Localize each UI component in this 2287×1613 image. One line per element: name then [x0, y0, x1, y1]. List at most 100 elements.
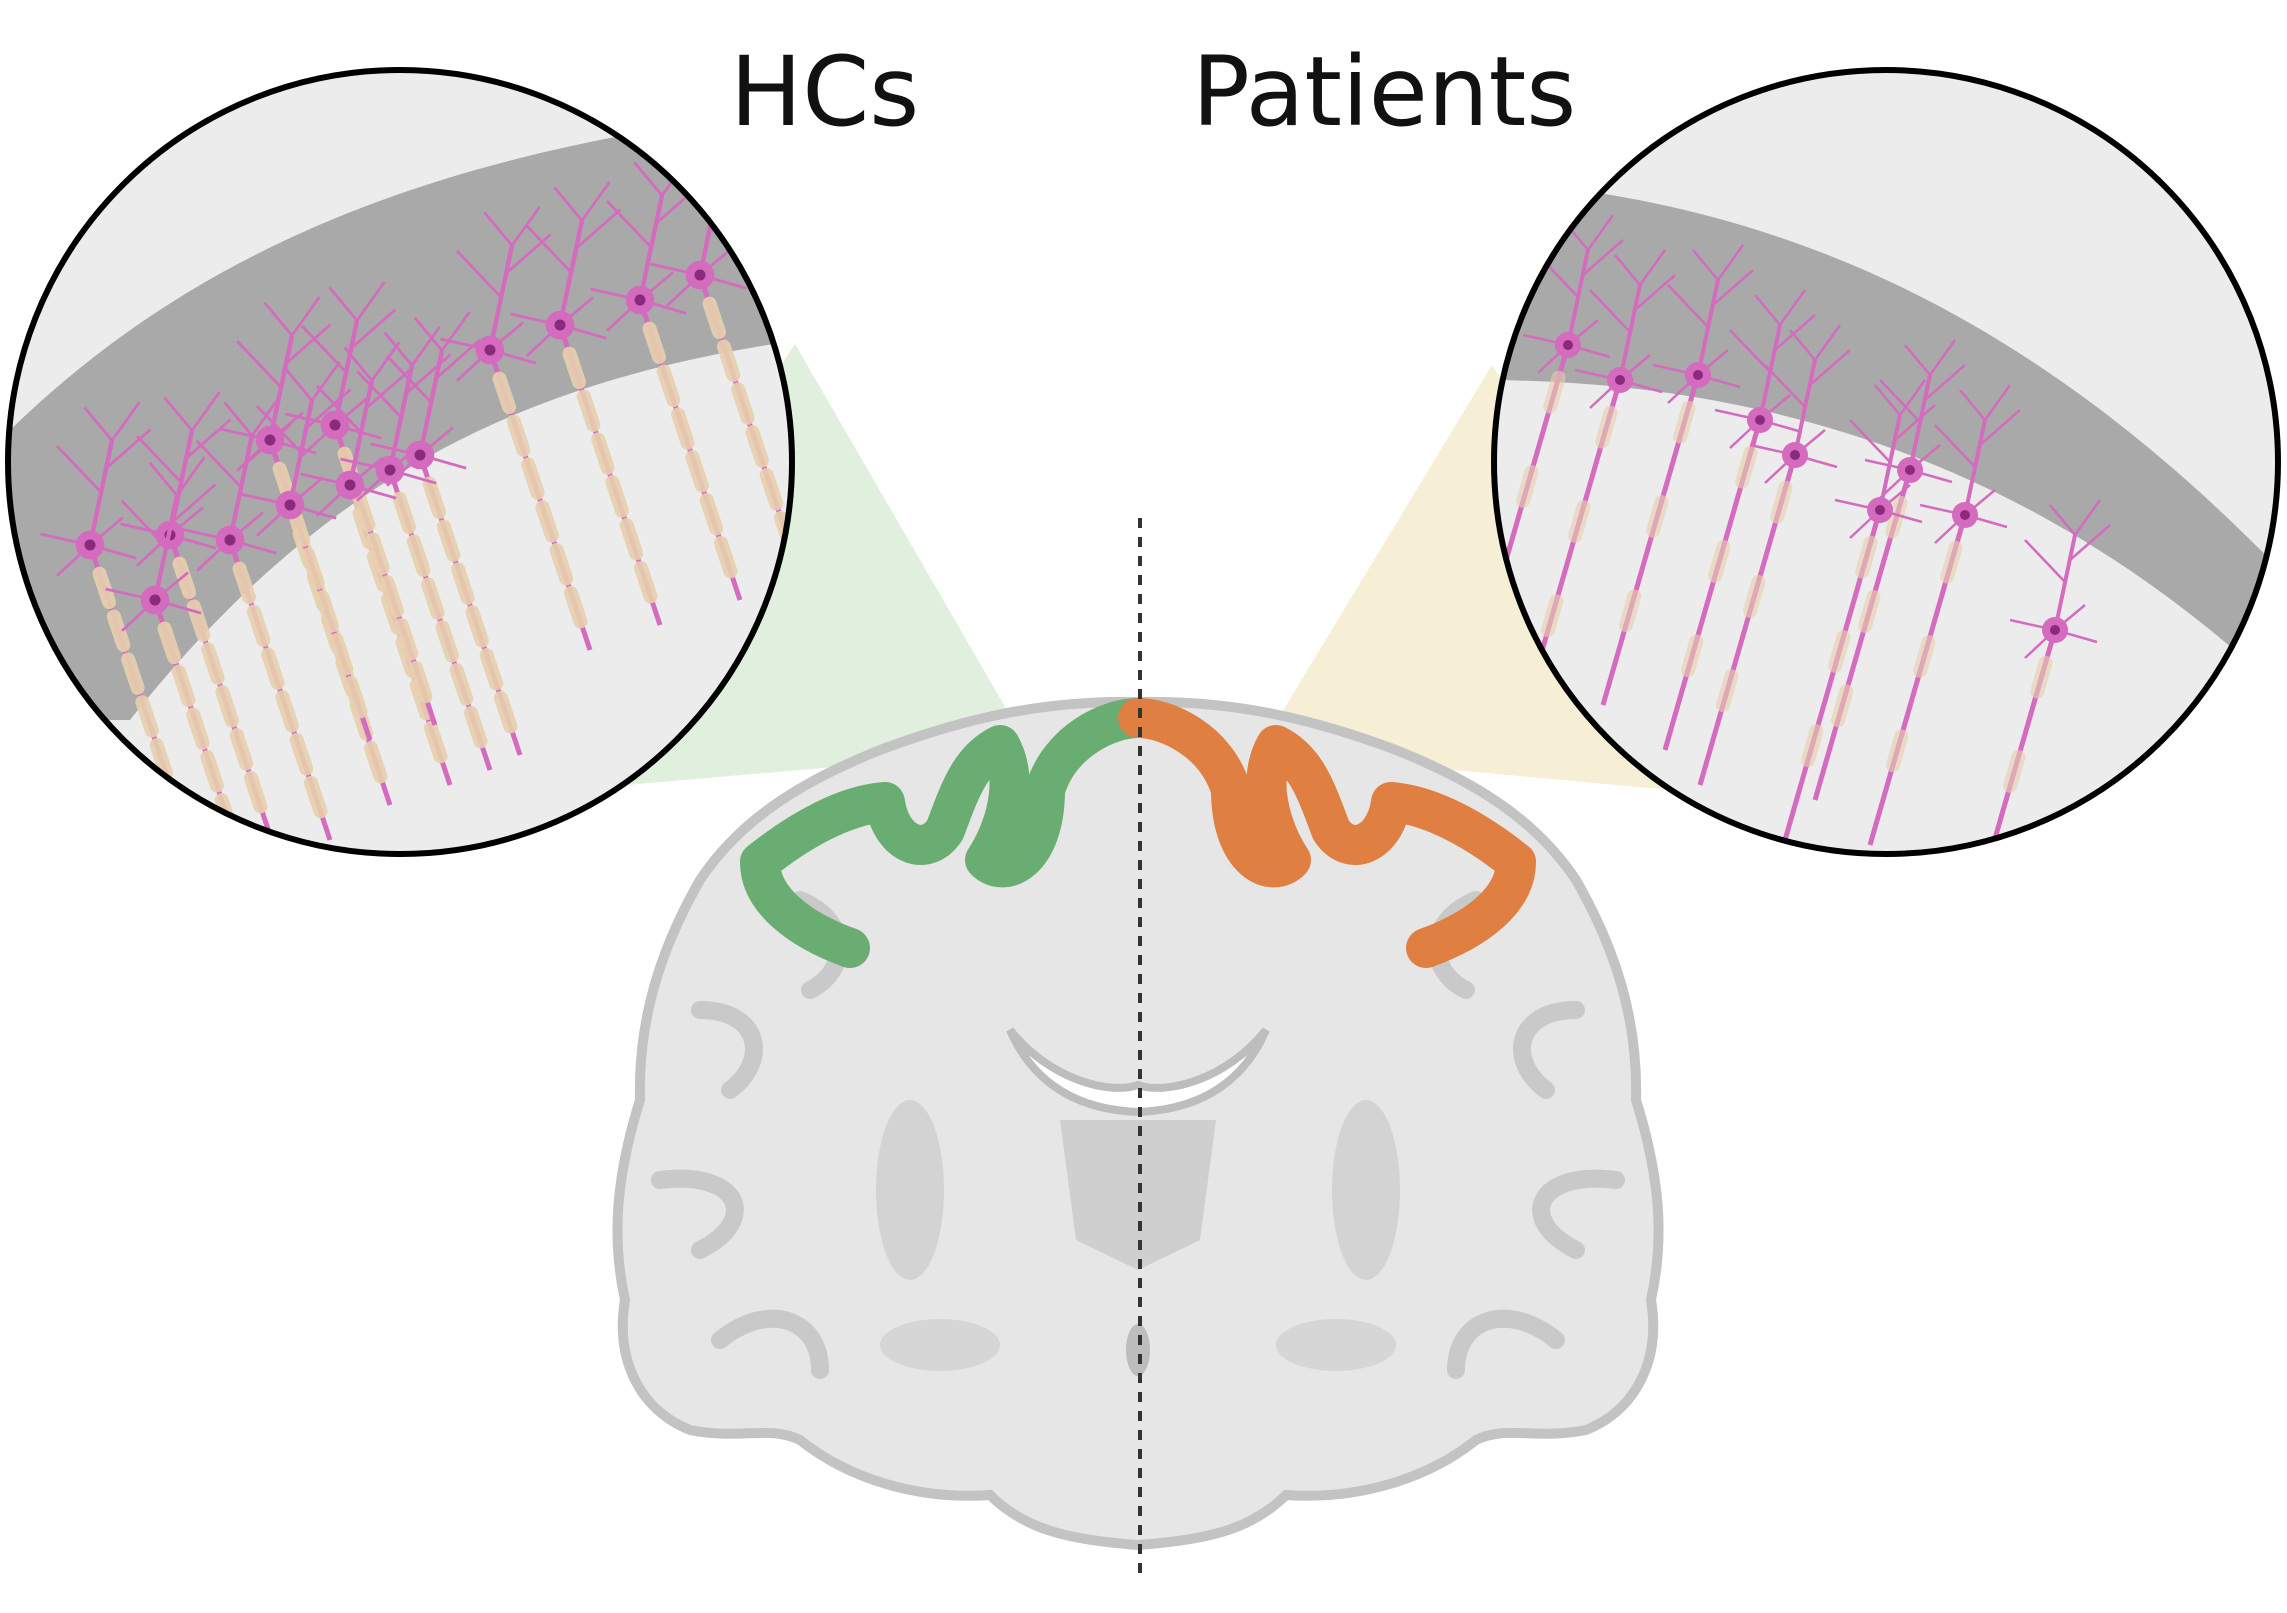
hcs-myelin-segment — [449, 663, 474, 706]
patients-apical-dendrite — [2053, 534, 2077, 631]
hcs-myelin-segment — [685, 450, 709, 493]
hcs-myelin-segment — [713, 535, 738, 579]
hcs-myelin-segment — [436, 519, 461, 562]
hcs-basal-dendrites — [285, 396, 382, 457]
patients-myelin-segment — [1800, 724, 1824, 768]
hcs-myelin-segment — [275, 690, 299, 733]
hcs-myelin-segment — [493, 690, 518, 734]
patients-myelin-segment — [1568, 500, 1591, 543]
patients-myelin-segment — [1770, 480, 1793, 524]
hcs-apical-dendrite — [637, 195, 665, 301]
hcs-myelin-segment — [605, 475, 629, 518]
hcs-nucleus — [384, 464, 396, 476]
hcs-basal-dendrites — [120, 506, 217, 567]
hcs-basal-dendrites — [105, 571, 202, 632]
right-putamen — [1332, 1100, 1400, 1280]
patients-nucleus — [1905, 465, 1915, 475]
hcs-myelin-segment — [149, 738, 174, 781]
patients-myelin-segment — [1543, 370, 1566, 414]
patients-basal-dendrites — [2009, 604, 2098, 659]
hcs-dendrite-branches — [136, 391, 232, 484]
patients-highlighted-cortex — [1118, 698, 1536, 968]
hcs-myelin-segment — [343, 675, 368, 719]
patients-myelin-segment — [1715, 669, 1739, 713]
patients-basal-dendrites — [1714, 394, 1803, 449]
hcs-apical-dendrite — [387, 365, 415, 471]
hcs-nucleus — [554, 319, 566, 331]
hcs-myelin-segment — [435, 620, 459, 663]
hcs-dendrite-branches — [56, 401, 152, 494]
hcs-apical-dendrite — [227, 435, 255, 541]
right-hippocampus — [1276, 1319, 1396, 1371]
patients-neuron-5 — [2009, 499, 2111, 659]
hcs-basal-dendrites — [650, 246, 747, 307]
hcs-dendrite-branches — [301, 281, 397, 374]
hcs-myelin-segment — [380, 575, 404, 618]
hcs-dendrite-branches — [356, 326, 452, 419]
hcs-myelin-segment — [406, 534, 431, 577]
hcs-dendrite-branches — [236, 296, 332, 389]
hcs-myelin-segment — [135, 695, 159, 738]
hcs-myelin-segment — [506, 414, 531, 457]
patients-myelin-segment — [1885, 729, 1909, 773]
hcs-myelin-segment — [633, 560, 658, 604]
patients-dendrite-branches — [1537, 214, 1624, 298]
hcs-myelin-segment — [591, 432, 615, 475]
hcs-myelin-segment — [642, 321, 667, 365]
hcs-basal-dendrites — [440, 321, 537, 382]
hcs-myelin-segment — [562, 346, 587, 390]
hcs-dendrite-branches — [386, 311, 482, 404]
hcs-myelin-segment — [243, 770, 268, 814]
hcs-apical-dendrite — [557, 220, 585, 326]
patients-dendrite-branches — [1729, 289, 1816, 373]
patients-dendrite-branches — [1589, 249, 1676, 333]
hcs-myelin-segment — [171, 664, 196, 707]
hcs-myelin-segment — [549, 543, 574, 586]
hcs-myelin-segment — [656, 364, 681, 407]
hcs-nucleus — [344, 479, 356, 491]
patients-myelin-segment — [1673, 400, 1696, 444]
left-hippocampus — [880, 1319, 1000, 1371]
hcs-myelin-segment — [232, 561, 257, 605]
hcs-neuron-11 — [40, 401, 152, 577]
patients-myelin-segment — [1828, 630, 1851, 673]
hcs-basal-dendrites — [240, 476, 337, 537]
thalamus — [1060, 1120, 1216, 1270]
hcs-basal-dendrites — [40, 516, 137, 577]
patients-nucleus — [1615, 375, 1625, 385]
hcs-myelin-segment — [121, 652, 145, 695]
hcs-myelin-segment — [759, 468, 784, 511]
hcs-neurons — [40, 131, 762, 632]
patients-basal-dendrites — [1652, 349, 1741, 404]
patients-myelin-segment — [1743, 575, 1766, 618]
patients-dendrite-branches — [1764, 324, 1851, 408]
hcs-nucleus — [634, 294, 646, 306]
patients-dendrite-branches — [2024, 499, 2111, 583]
left-putamen — [876, 1100, 944, 1280]
hcs-cortex-magnified-inset — [8, 70, 792, 854]
hcs-myelin-segment — [303, 775, 328, 819]
hcs-apical-dendrite — [152, 495, 180, 601]
third-ventricle — [1126, 1324, 1150, 1376]
patients-nucleus — [1693, 370, 1703, 380]
patients-myelin-segment — [1735, 445, 1758, 489]
patients-neurons — [1522, 214, 2111, 659]
patients-label: Patients — [1192, 36, 1577, 148]
hcs-nucleus — [284, 499, 296, 511]
hcs-apical-dendrite — [267, 335, 295, 441]
hcs-nucleus — [329, 419, 341, 431]
patients-neuron-6 — [1574, 249, 1676, 409]
patients-basal-dendrites — [1522, 319, 1611, 374]
hcs-myelin-segment — [228, 835, 253, 854]
patients-basal-dendrites — [1574, 354, 1663, 409]
patients-myelin-segment — [2003, 750, 2026, 793]
hcs-basal-dendrites — [370, 426, 467, 487]
hcs-apical-dendrite — [417, 350, 445, 456]
patients-myelin-segment — [1646, 495, 1669, 538]
patients-myelin-segment — [1940, 540, 1963, 584]
patients-apical-dendrite — [1908, 374, 1932, 471]
hcs-neuron-12 — [285, 281, 397, 457]
hcs-neuron-13 — [220, 296, 332, 472]
patients-nucleus — [1960, 510, 1970, 520]
